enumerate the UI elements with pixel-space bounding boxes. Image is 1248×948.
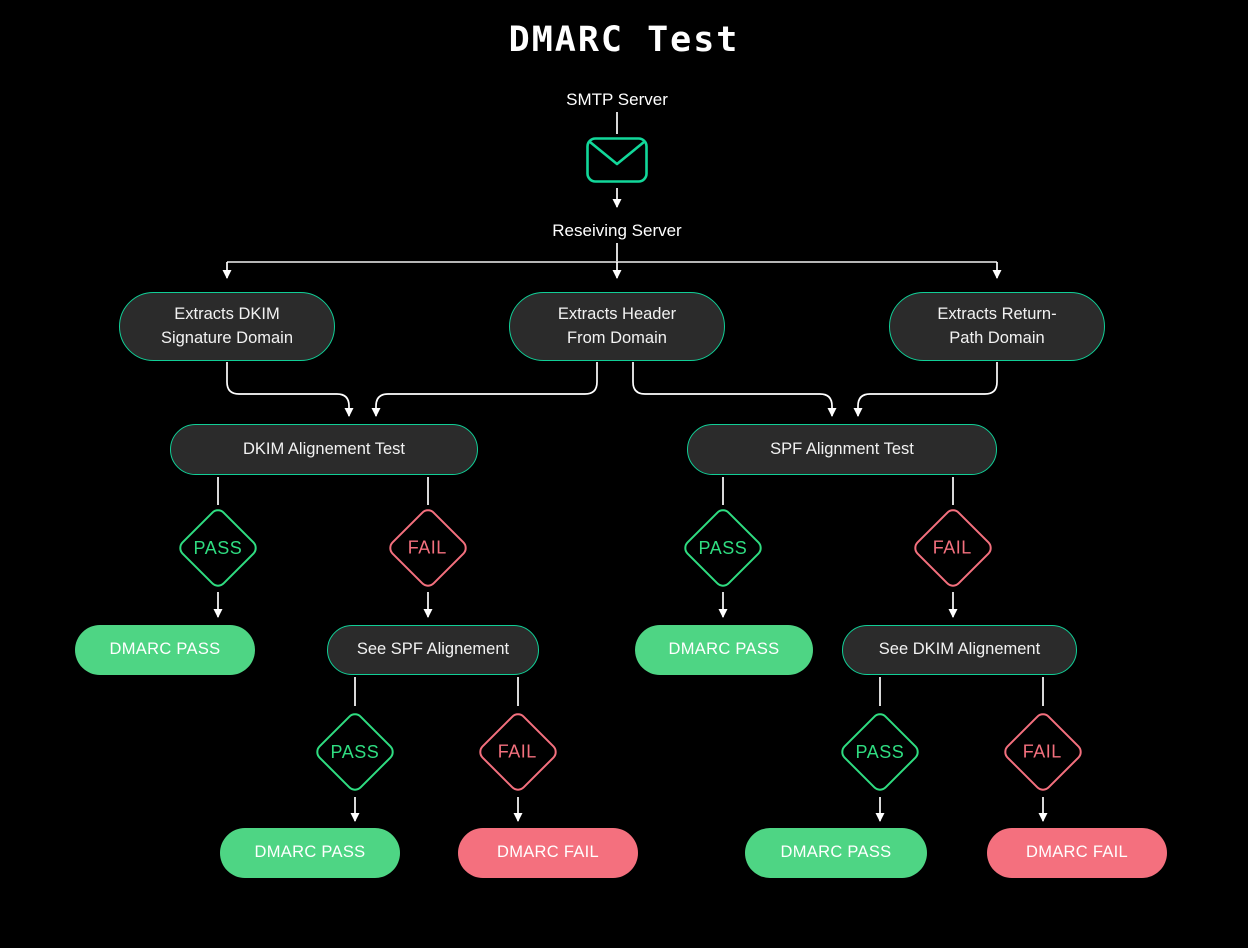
diamond-spf-pass: PASS xyxy=(680,505,766,591)
node-label: DMARC PASS xyxy=(668,640,780,659)
node-see-spf-alignment: See SPF Alignement xyxy=(327,625,539,675)
diamond-label: FAIL xyxy=(933,537,973,558)
node-label: DKIM Alignement Test xyxy=(242,439,406,458)
edge-header-to-spftest xyxy=(632,362,837,417)
node-dmarc-pass-2: DMARC PASS xyxy=(635,625,813,675)
node-label: See DKIM Alignement xyxy=(878,640,1041,659)
page-title: DMARC Test xyxy=(508,20,740,60)
diamond-dkim2-pass: PASS xyxy=(837,709,923,795)
diamond-dkim-fail: FAIL xyxy=(385,505,471,591)
node-label: DMARC FAIL xyxy=(1025,843,1129,862)
diamond-label: PASS xyxy=(193,537,243,558)
node-label: DMARC PASS xyxy=(109,640,221,659)
node-dkim-alignment-test: DKIM Alignement Test xyxy=(170,424,478,475)
diamond-dkim-pass: PASS xyxy=(175,505,261,591)
node-label: DMARC PASS xyxy=(780,843,892,862)
node-label: Extracts Header From Domain xyxy=(557,305,677,347)
node-spf-alignment-test: SPF Alignment Test xyxy=(687,424,997,475)
receiving-server-label: Reseiving Server xyxy=(552,221,682,240)
diamond-label: FAIL xyxy=(1023,741,1063,762)
diamond-label: FAIL xyxy=(408,537,448,558)
node-extract-return-path: Extracts Return- Path Domain xyxy=(889,292,1105,361)
node-dmarc-fail-1: DMARC FAIL xyxy=(458,828,638,878)
node-dmarc-pass-1: DMARC PASS xyxy=(75,625,255,675)
diamond-spf-fail: FAIL xyxy=(910,505,996,591)
diamond-dkim2-fail: FAIL xyxy=(1000,709,1086,795)
node-label: SPF Alignment Test xyxy=(770,439,914,458)
edge-header-to-dkimtest xyxy=(371,362,598,417)
node-label: DMARC FAIL xyxy=(496,843,600,862)
node-label: See SPF Alignement xyxy=(356,640,510,659)
diamond-label: FAIL xyxy=(498,741,538,762)
diamond-spf2-pass: PASS xyxy=(312,709,398,795)
diamond-label: PASS xyxy=(855,741,905,762)
diamond-label: PASS xyxy=(330,741,380,762)
node-label: Extracts Return- Path Domain xyxy=(937,305,1057,347)
node-extract-header-from: Extracts Header From Domain xyxy=(509,292,725,361)
node-see-dkim-alignment: See DKIM Alignement xyxy=(842,625,1077,675)
diamond-label: PASS xyxy=(698,537,748,558)
node-extract-dkim-signature: Extracts DKIM Signature Domain xyxy=(119,292,335,361)
node-label: Extracts DKIM Signature Domain xyxy=(160,305,294,347)
envelope-icon xyxy=(586,137,648,183)
node-dmarc-fail-2: DMARC FAIL xyxy=(987,828,1167,878)
node-dmarc-pass-3: DMARC PASS xyxy=(220,828,400,878)
edge-returnpath-to-spftest xyxy=(853,362,998,417)
diamond-spf2-fail: FAIL xyxy=(475,709,561,795)
edge-dkimsig-to-dkimtest xyxy=(226,362,354,417)
smtp-server-label: SMTP Server xyxy=(566,90,668,109)
node-label: DMARC PASS xyxy=(254,843,366,862)
node-dmarc-pass-4: DMARC PASS xyxy=(745,828,927,878)
